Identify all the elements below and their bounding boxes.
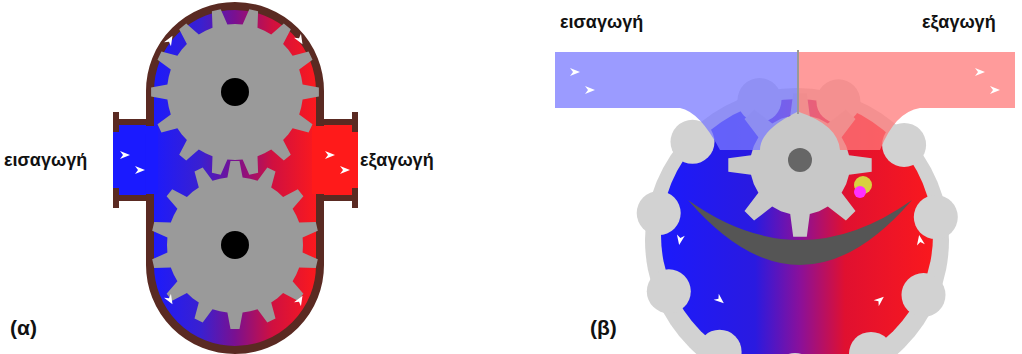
flow-arrow: [120, 151, 130, 159]
flow-arrow: [915, 234, 925, 245]
ring-tooth: [914, 195, 958, 239]
port-divider: [797, 50, 799, 114]
panel-label: (α): [10, 316, 37, 340]
gear: [152, 161, 318, 329]
port-label: εισαγωγή: [4, 150, 87, 171]
flow-arrow: [164, 34, 176, 47]
port-label: εξαγωγή: [360, 150, 434, 171]
outer-ring: [645, 88, 949, 354]
gear-shaft: [788, 148, 812, 172]
flow-arrow: [325, 151, 335, 159]
panel-label: (β): [590, 316, 617, 340]
flow-arrow: [570, 68, 580, 76]
flow-arrow: [294, 34, 306, 47]
outlet-pipe: [799, 52, 1015, 150]
ring-tooth: [849, 332, 893, 354]
inlet-opening: [146, 126, 158, 194]
gear-shaft: [221, 231, 249, 259]
outlet-opening: [312, 126, 324, 194]
marker-dot: [854, 186, 866, 198]
ring-tooth: [637, 191, 681, 235]
port-label: εισαγωγή: [560, 12, 643, 33]
flow-arrow: [294, 294, 306, 307]
port-label: εξαγωγή: [922, 12, 996, 33]
gear: [151, 9, 319, 175]
flow-arrow: [164, 294, 176, 307]
flow-arrow: [714, 294, 727, 307]
inlet-pipe: [555, 52, 797, 150]
ring-tooth: [647, 269, 691, 313]
flow-arrow: [135, 166, 145, 174]
flow-arrow: [990, 86, 1000, 94]
ring-tooth: [698, 330, 742, 354]
flow-arrow: [874, 294, 887, 307]
ring-tooth: [773, 353, 817, 354]
ring-tooth: [902, 273, 946, 317]
gear-shaft: [221, 78, 249, 106]
flow-arrow: [975, 68, 985, 76]
flow-arrow: [585, 86, 595, 94]
flow-arrow: [675, 234, 685, 245]
pump-housing: [150, 6, 320, 350]
flow-arrow: [340, 166, 350, 174]
